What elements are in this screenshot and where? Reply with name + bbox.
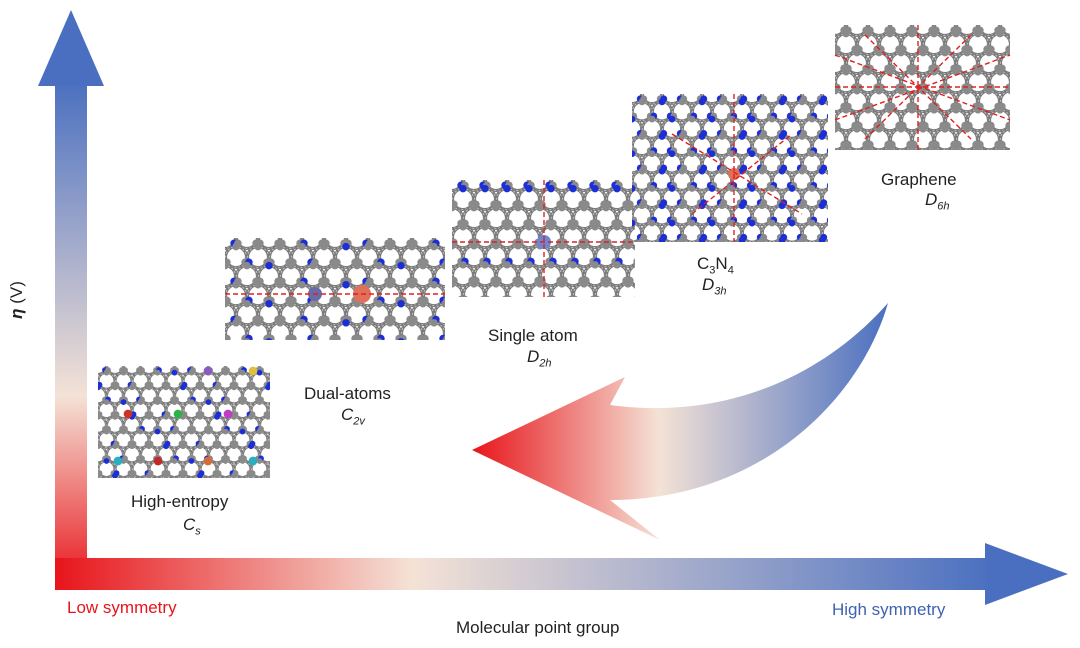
c3n4-structure-image: [632, 94, 828, 242]
high-entropy-structure-image: [98, 366, 270, 478]
high-entropy-point-group: Cs: [183, 515, 201, 538]
y-axis-label: η (V): [6, 281, 26, 319]
high-entropy-label: High-entropy: [131, 492, 229, 511]
c3n4-label: C3N4: [697, 254, 734, 277]
graphene-structure-image: [834, 25, 1011, 150]
graphene-label: Graphene: [881, 170, 957, 189]
x-axis-low-label: Low symmetry: [67, 598, 177, 617]
graphene-point-group: D6h: [925, 190, 950, 213]
single-atom-label: Single atom: [488, 326, 578, 345]
x-axis-high-label: High symmetry: [832, 600, 946, 619]
single-atom-point-group: D2h: [527, 347, 552, 370]
single-atom-structure-image: [452, 180, 635, 297]
y-axis-arrow: [38, 10, 104, 590]
dual-atoms-structure-image: [225, 238, 445, 340]
c3n4-point-group: D3h: [702, 275, 727, 298]
x-axis-title: Molecular point group: [456, 618, 620, 637]
dual-atoms-point-group: C2v: [341, 405, 365, 428]
x-axis-arrow: [55, 543, 1068, 605]
trend-curved-arrow: [472, 303, 888, 540]
dual-atoms-label: Dual-atoms: [304, 384, 391, 403]
